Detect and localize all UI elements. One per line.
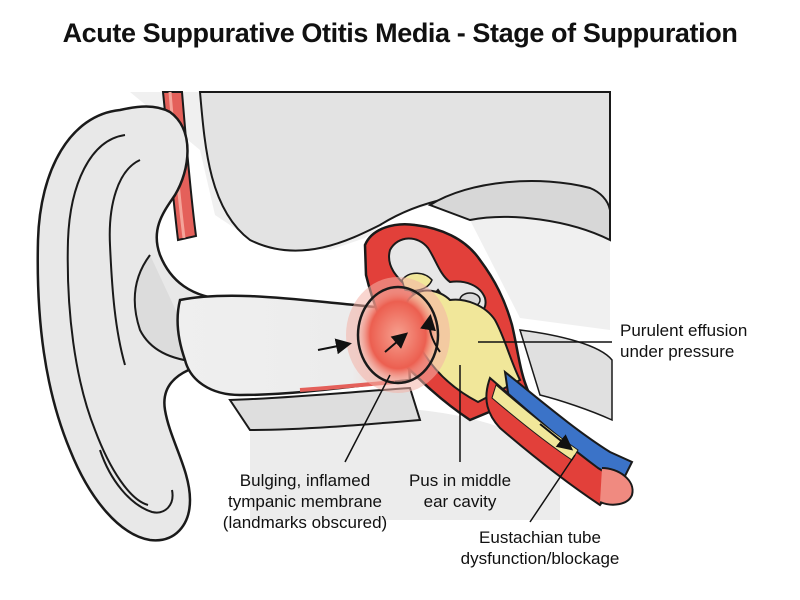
auricle-antihelix [108,159,141,366]
tympanic-membrane [356,285,440,385]
lower-bone-region [250,408,560,520]
label-tympanic-membrane: Bulging, inflamed tympanic membrane (lan… [222,471,388,532]
canal-lower-wall [228,386,422,432]
diagram-title: Acute Suppurative Otitis Media - Stage o… [62,18,738,48]
pressure-arrow [420,314,441,353]
label-purulent-effusion: Purulent effusion under pressure [620,321,748,361]
leader-membrane [344,374,391,463]
sound-direction-arrow [317,338,352,355]
label-pus-middle-ear: Pus in middle ear cavity [408,471,512,511]
auricle-lobule [99,449,174,514]
label-eustachian-tube: Eustachian tube dysfunction/blockage [460,528,620,568]
auricle-helix-inner [66,134,149,506]
leader-tube [529,454,576,523]
upper-bone-ledge [427,180,611,242]
tube-flow-arrow [539,423,574,451]
membrane-push-arrow [384,332,409,353]
eustachian-tube-opening [599,467,634,506]
auricle [36,105,232,542]
mastoid-bone [518,329,613,422]
